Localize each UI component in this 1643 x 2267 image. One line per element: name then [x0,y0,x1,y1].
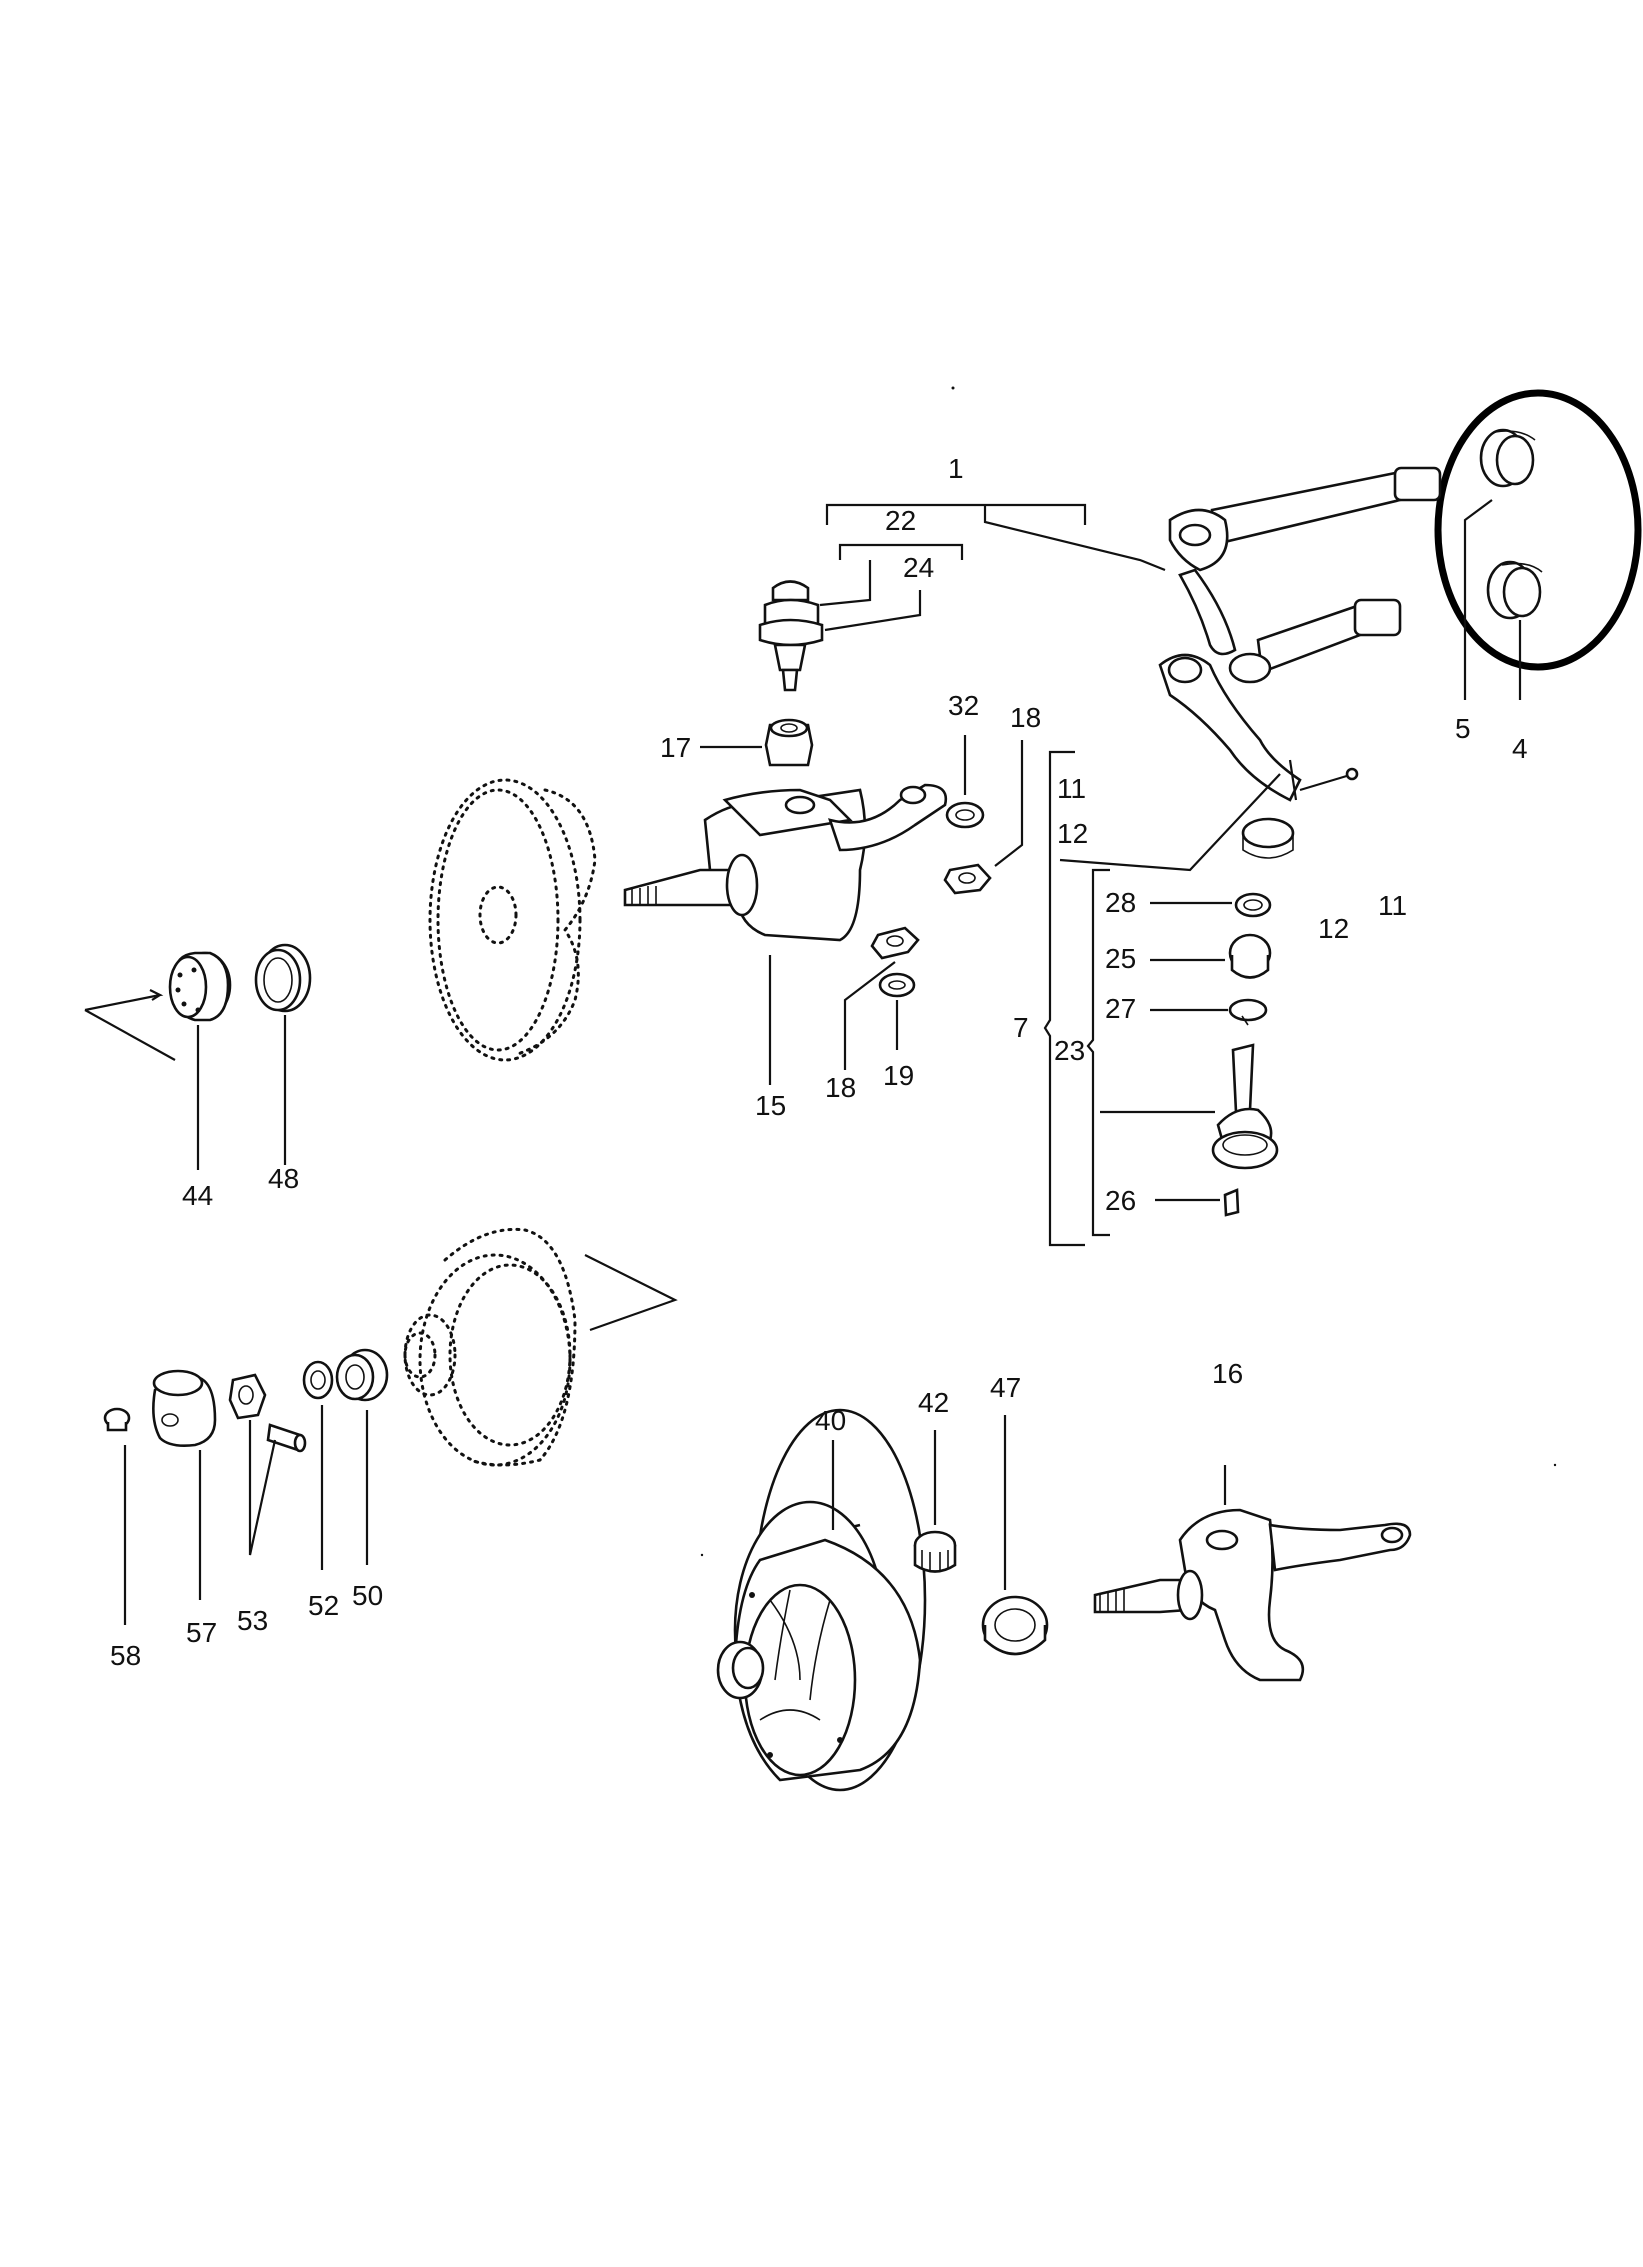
cap-part-57 [152,1369,217,1447]
bearing-part-50 [335,1348,389,1402]
brake-drum-part-40 [716,1408,927,1792]
highlight-circle [1434,389,1642,671]
nut-part-18-lower [870,926,920,960]
label-7: 7 [1013,1012,1029,1043]
washer-part-32 [945,801,985,829]
torsion-arm-assembly [1059,466,1442,872]
washer-part-19 [878,972,916,998]
label-12-top: 12 [1057,818,1088,849]
steering-knuckle-part-15 [623,783,948,942]
label-18-bottom: 18 [825,1072,856,1103]
label-48: 48 [268,1163,299,1194]
label-1: 1 [948,453,964,484]
brake-backing-plate-outline [428,778,597,1062]
bushing-part-5 [1479,428,1536,488]
label-57: 57 [186,1617,217,1648]
seal-part-48 [254,943,312,1013]
label-23: 23 [1054,1035,1085,1066]
label-17: 17 [660,732,691,763]
label-58: 58 [110,1640,141,1671]
bushing-part-4 [1486,560,1543,620]
label-42: 42 [918,1387,949,1418]
clamp-nut-part-53 [228,1373,307,1453]
label-16: 16 [1212,1358,1243,1389]
label-4: 4 [1512,733,1528,764]
label-32: 32 [948,690,979,721]
nipple-part-26 [1223,1188,1240,1217]
ball-joint-part-24 [758,580,824,692]
kingpin-part-23 [1211,1043,1279,1170]
label-11-right: 11 [1378,890,1407,921]
nut-part-18-upper [943,863,992,895]
label-44: 44 [182,1180,213,1211]
label-40: 40 [815,1405,846,1436]
label-22: 22 [885,505,916,536]
label-25: 25 [1105,943,1136,974]
bearing-part-44 [168,951,232,1022]
label-15: 15 [755,1090,786,1121]
label-52: 52 [308,1590,339,1621]
nut-part-17 [764,718,814,767]
label-18-top: 18 [1010,702,1041,733]
washer-part-52 [302,1360,334,1400]
label-50: 50 [352,1580,383,1611]
label-26: 26 [1105,1185,1136,1216]
label-12-right: 12 [1318,913,1349,944]
clip-part-27 [1228,998,1268,1026]
label-47: 47 [990,1372,1021,1403]
label-28: 28 [1105,887,1136,918]
cap-part-25 [1228,933,1272,979]
label-11-top: 11 [1057,773,1086,804]
bearing-part-42 [913,1530,957,1573]
label-27: 27 [1105,993,1136,1024]
label-5: 5 [1455,713,1471,744]
label-24: 24 [903,552,934,583]
brake-drum-outline [403,1227,577,1467]
label-19: 19 [883,1060,914,1091]
grease-cap-part-58 [103,1407,131,1432]
label-53: 53 [237,1605,268,1636]
steering-knuckle-part-16 [1093,1508,1412,1682]
ring-part-28 [1234,892,1272,918]
seal-part-47 [981,1595,1049,1656]
